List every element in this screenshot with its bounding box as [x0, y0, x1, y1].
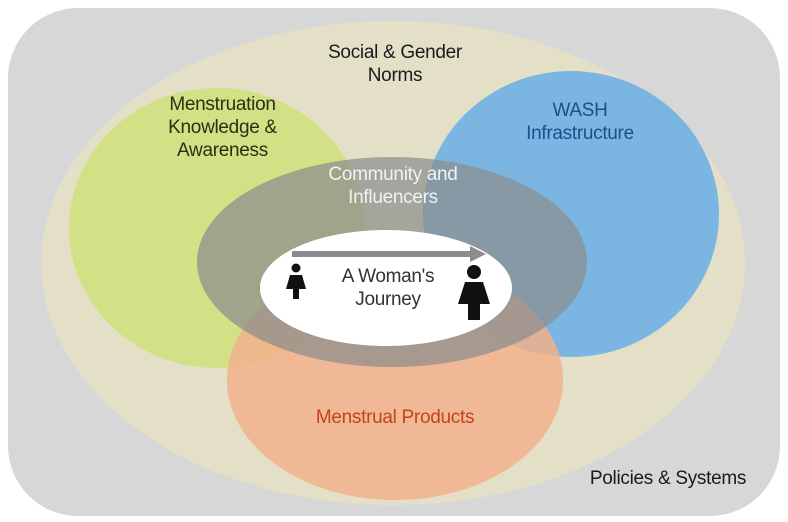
- wash-line-2: Infrastructure: [526, 122, 634, 144]
- womans-journey-label: A Woman's Journey: [318, 266, 458, 312]
- wash-line-1: WASH: [552, 100, 608, 121]
- knowledge-awareness-label: Menstruation Knowledge & Awareness: [140, 94, 305, 162]
- knowledge-line-3: Awareness: [177, 139, 268, 161]
- womans-journey-ellipse: [260, 230, 512, 346]
- menstrual-products-label: Menstrual Products: [315, 407, 475, 428]
- community-influencers-label: Community and Influencers: [298, 164, 488, 210]
- social-gender-norms-label: Social & Gender Norms: [295, 42, 495, 88]
- knowledge-line-2: Knowledge &: [168, 116, 277, 138]
- social-gender-norms-line-1: Social & Gender: [328, 42, 462, 63]
- wash-infrastructure-label: WASH Infrastructure: [505, 100, 655, 146]
- young-woman-icon: [286, 263, 306, 299]
- journey-line-1: A Woman's: [341, 266, 435, 287]
- community-line-1: Community and: [328, 164, 458, 185]
- social-gender-norms-line-2: Norms: [367, 64, 423, 86]
- policies-systems-label: Policies & Systems: [589, 468, 747, 489]
- journey-arrow-head: [470, 246, 486, 262]
- adult-woman-icon: [458, 265, 490, 320]
- knowledge-line-1: Menstruation: [169, 94, 276, 115]
- journey-line-2: Journey: [355, 288, 421, 310]
- community-line-2: Influencers: [348, 186, 438, 208]
